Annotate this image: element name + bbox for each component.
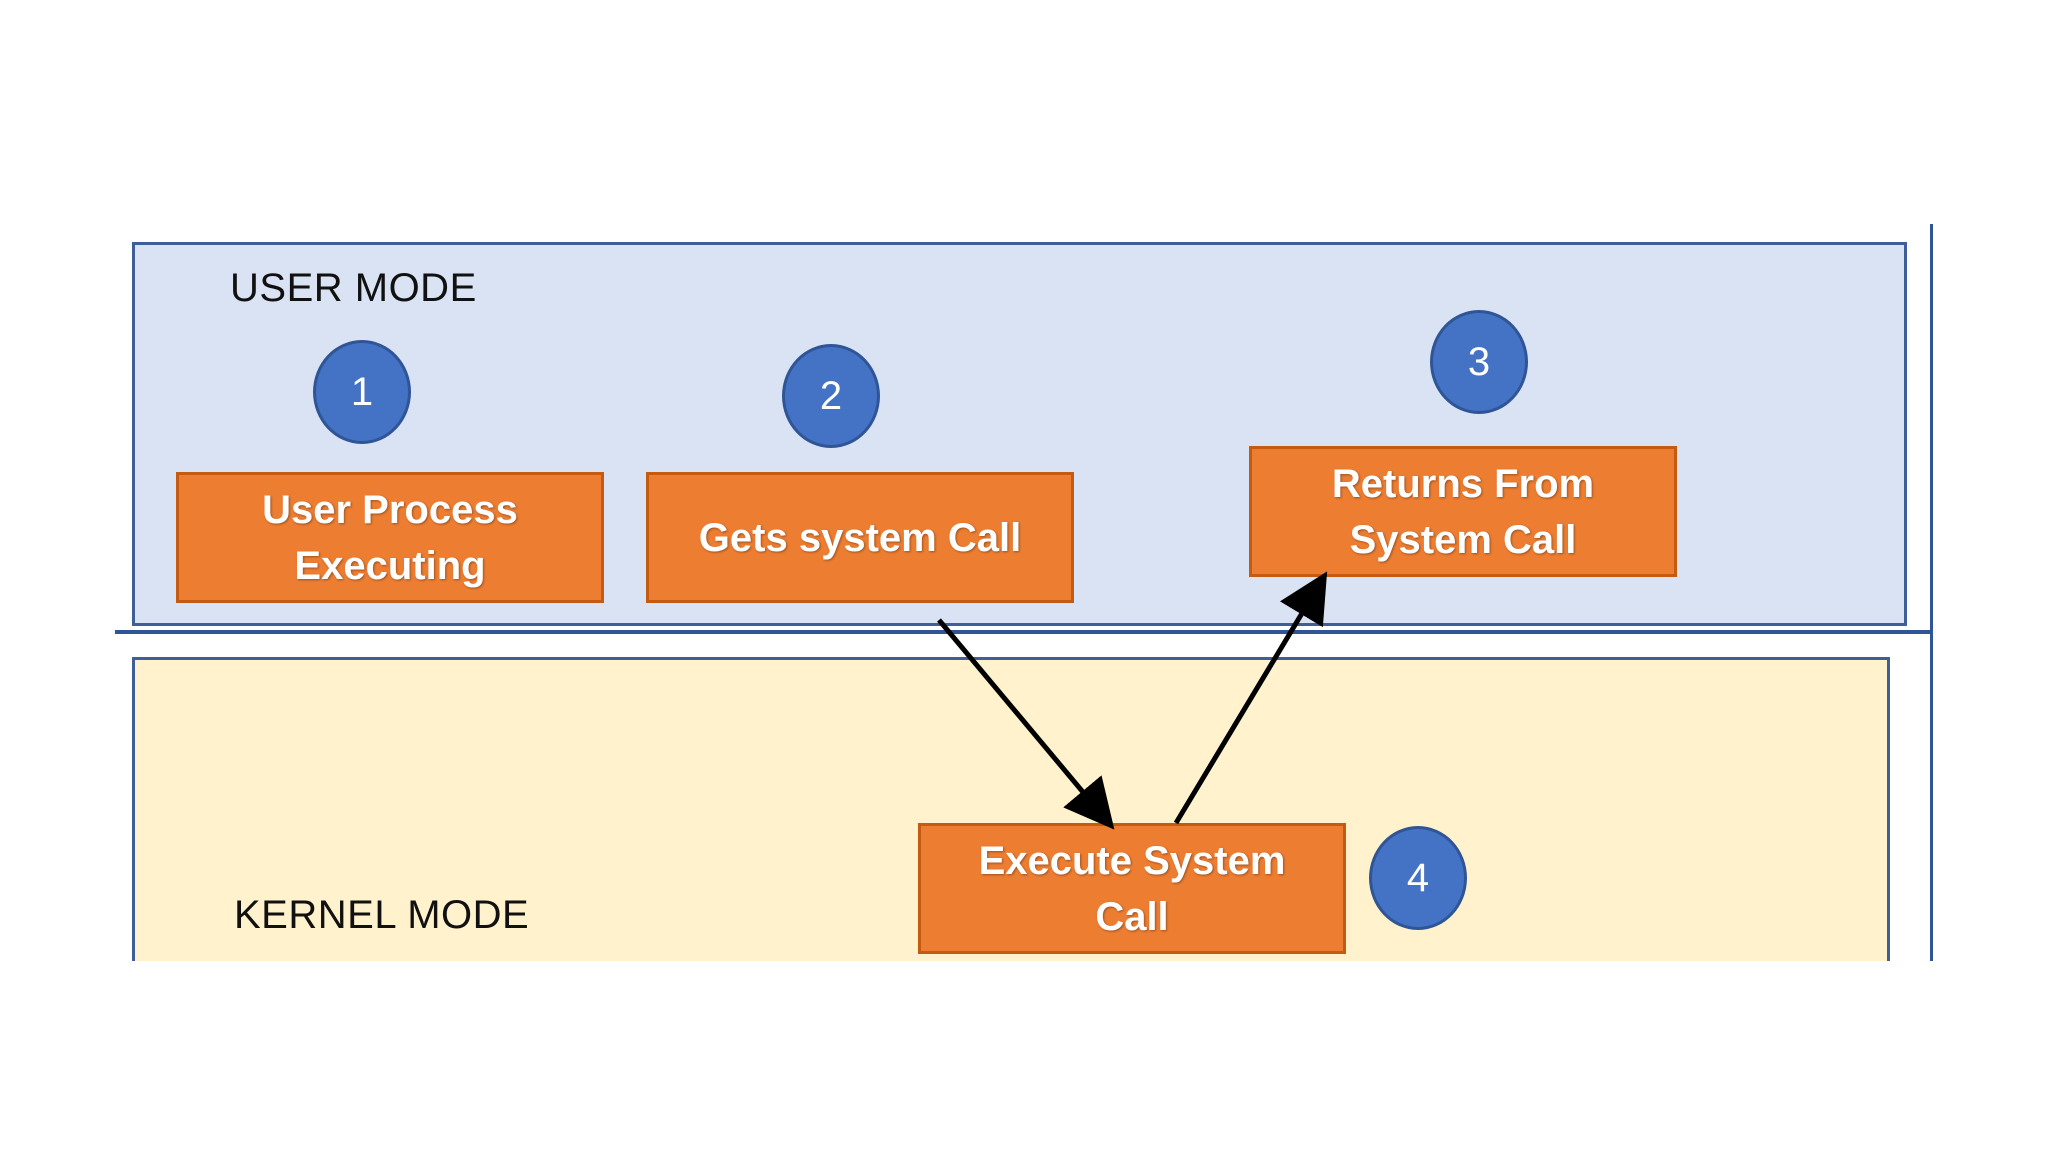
user-mode-label: USER MODE — [230, 266, 477, 310]
user-process-executing-label: User Process Executing — [262, 487, 518, 588]
execute-system-call-box: Execute System Call — [918, 823, 1346, 954]
gets-system-call-box: Gets system Call — [646, 472, 1074, 603]
right-border-line — [1930, 224, 1933, 961]
step-1-badge: 1 — [313, 340, 411, 444]
user-process-executing-box: User Process Executing — [176, 472, 604, 603]
returns-from-system-call-label: Returns From System Call — [1331, 461, 1595, 562]
kernel-mode-label: KERNEL MODE — [234, 893, 530, 937]
step-3-badge: 3 — [1430, 310, 1528, 414]
execute-system-call-label: Execute System Call — [978, 838, 1286, 939]
step-4-badge: 4 — [1369, 826, 1467, 930]
step-2-badge: 2 — [782, 344, 880, 448]
gets-system-call-label: Gets system Call — [698, 515, 1022, 560]
returns-from-system-call-box: Returns From System Call — [1249, 446, 1677, 577]
mode-divider-line — [115, 630, 1932, 634]
